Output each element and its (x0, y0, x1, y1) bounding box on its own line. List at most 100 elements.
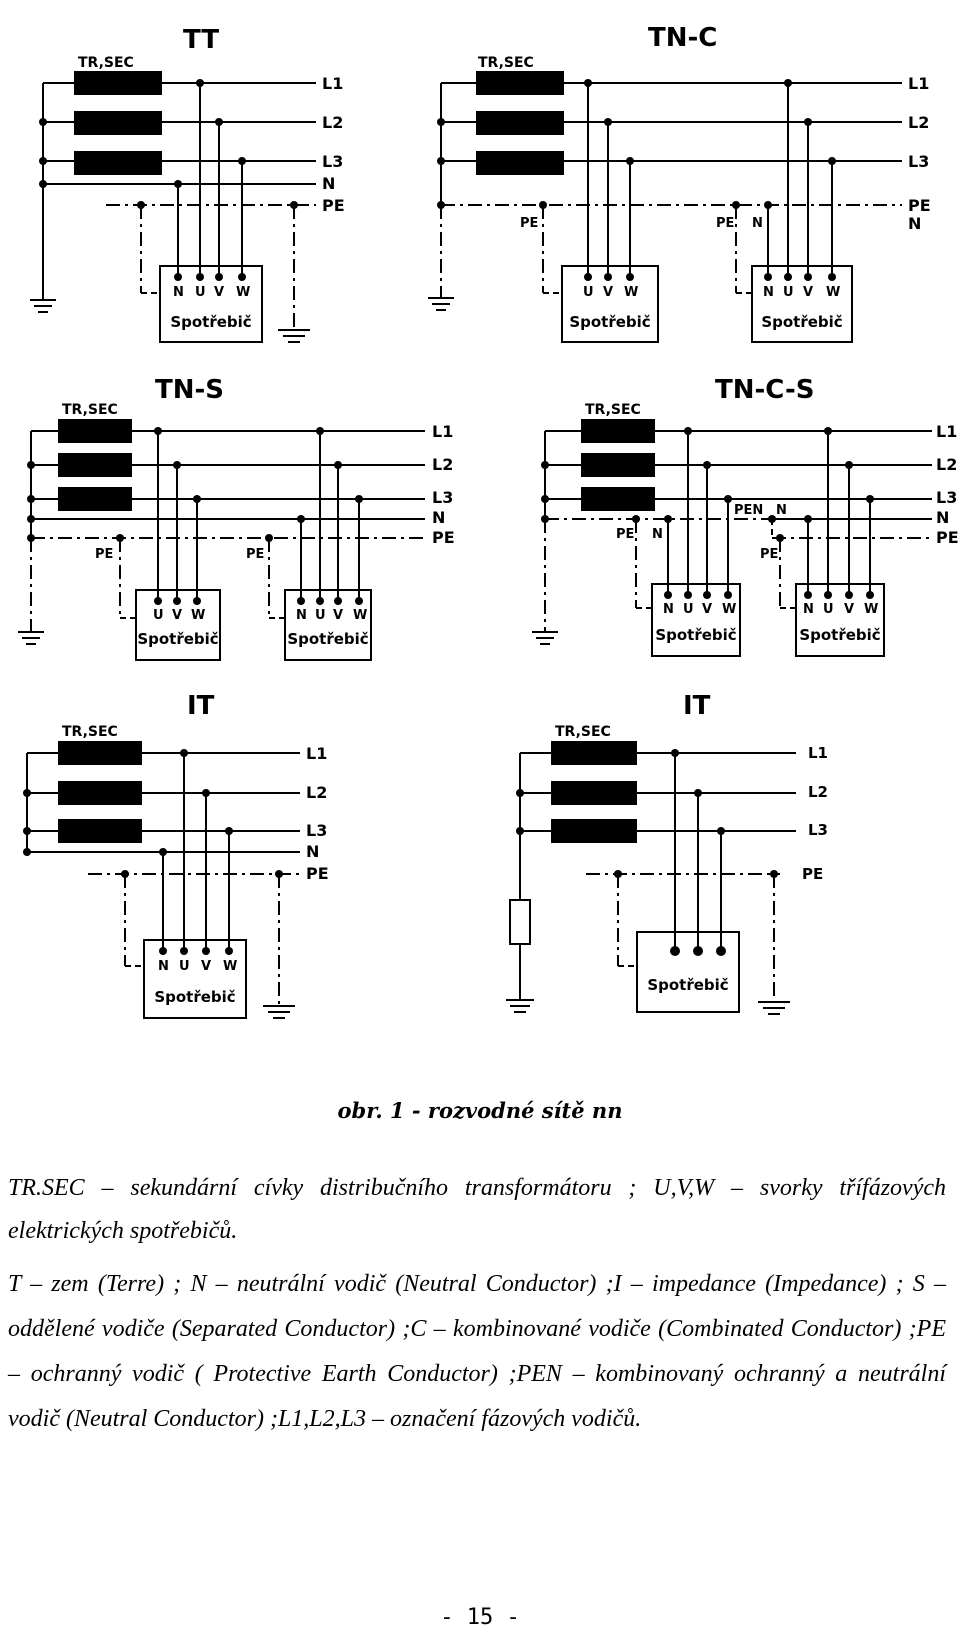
load-label: Spotřebič (569, 313, 650, 331)
load-box-2: N U V W Spotřebič (795, 583, 885, 657)
terminal-w: W (864, 602, 878, 617)
pe-tap-label: PE (760, 547, 778, 562)
terminal-v: V (803, 285, 813, 300)
label-l2: L2 (908, 113, 929, 132)
transformer-label: TR,SEC (478, 55, 534, 71)
label-pe: PE (936, 528, 959, 547)
label-l2: L2 (808, 783, 828, 801)
terminal-n: N (803, 602, 814, 617)
label-pe: PE (432, 528, 455, 547)
pe-tap-label: PE (520, 216, 538, 231)
legend-paragraph-2: T – zem (Terre) ; N – neutrální vodič (N… (8, 1271, 946, 1432)
diagram-title: IT (683, 691, 711, 721)
terminal-u: U (783, 285, 794, 300)
terminal-v: V (201, 959, 211, 974)
load-box: N U V W Spotřebič (143, 939, 247, 1019)
label-l3: L3 (432, 488, 453, 507)
pe-tap-label: PE (616, 527, 634, 542)
transformer-label: TR,SEC (555, 724, 611, 740)
terminal-n: N (158, 959, 169, 974)
terminal-u: U (153, 608, 164, 623)
label-l1: L1 (808, 744, 828, 762)
transformer-label: TR,SEC (78, 55, 134, 71)
load-label: Spotřebič (655, 626, 736, 644)
terminal-n: N (173, 285, 184, 300)
load-label: Spotřebič (137, 630, 218, 648)
terminal-n: N (296, 608, 307, 623)
diagram-title: TT (183, 25, 219, 55)
page-number: - 15 - (440, 1605, 520, 1630)
load-label: Spotřebič (647, 976, 728, 994)
load-box: Spotřebič (636, 931, 740, 1013)
terminal-u: U (195, 285, 206, 300)
terminal-w: W (236, 285, 250, 300)
label-l3: L3 (808, 821, 828, 839)
load-label: Spotřebič (170, 313, 251, 331)
label-n: N (432, 508, 445, 527)
terminal-w: W (353, 608, 367, 623)
load-label: Spotřebič (799, 626, 880, 644)
terminal-u: U (583, 285, 594, 300)
label-l1: L1 (306, 744, 327, 763)
label-l3: L3 (322, 152, 343, 171)
terminal-v: V (172, 608, 182, 623)
pe-tap-label: PE (246, 547, 264, 562)
diagram-tn-s: TN-S TR,SEC L1 L2 L3 N PE PE U V W Spotř… (18, 375, 455, 661)
terminal-u: U (179, 959, 190, 974)
diagram-title: TN-C-S (715, 375, 814, 405)
load-box-1: U V W Spotřebič (135, 589, 221, 661)
terminal-u: U (315, 608, 326, 623)
legend-paragraph-1: TR.SEC – sekundární cívky distribučního … (8, 1175, 946, 1244)
label-pe: PE (908, 196, 931, 215)
figure-caption: obr. 1 - rozvodné sítě nn (337, 1098, 623, 1123)
load-label: Spotřebič (287, 630, 368, 648)
terminal-w: W (191, 608, 205, 623)
transformer-label: TR,SEC (585, 402, 641, 418)
transformer-coil-3 (74, 151, 162, 175)
network-diagrams-figure: TT TR,SEC L1 L2 L3 N PE N U V W Spotře (18, 23, 959, 1019)
diagram-tn-c-s: TN-C-S TR,SEC L1 L2 L3 N PE PEN N PE N N (532, 375, 959, 657)
transformer-label: TR,SEC (62, 724, 118, 740)
label-pe: PE (802, 865, 823, 883)
label-l1: L1 (908, 74, 929, 93)
terminal-w: W (624, 285, 638, 300)
load-label: Spotřebič (154, 988, 235, 1006)
label-l3: L3 (306, 821, 327, 840)
diagram-title: TN-S (155, 375, 224, 405)
diagram-title: IT (187, 691, 215, 721)
earthing-impedance (509, 899, 531, 945)
label-l1: L1 (936, 422, 957, 441)
pen-label: PEN (734, 503, 763, 518)
pe-tap-label: PE (95, 547, 113, 562)
label-l3: L3 (908, 152, 929, 171)
terminal-v: V (333, 608, 343, 623)
label-pe: PE (322, 196, 345, 215)
load-box: N U V W Spotřebič (159, 265, 263, 343)
diagram-tn-c: TN-C TR,SEC L1 L2 L3 PE N PE U V W Spotř… (428, 23, 931, 343)
diagram-tt: TT TR,SEC L1 L2 L3 N PE N U V W Spotře (30, 25, 345, 343)
terminal-n: N (763, 285, 774, 300)
terminal-u: U (823, 602, 834, 617)
label-l2: L2 (322, 113, 343, 132)
label-n: N (908, 214, 921, 233)
terminal-v: V (214, 285, 224, 300)
load-box-2: N U V W Spotřebič (284, 589, 372, 661)
load-box-1: N U V W Spotřebič (651, 583, 741, 657)
terminal-u: U (683, 602, 694, 617)
diagram-it-left: IT TR,SEC L1 L2 L3 N PE N U V W Spotřebi… (23, 691, 329, 1019)
terminal-w: W (826, 285, 840, 300)
label-l2: L2 (432, 455, 453, 474)
label-l1: L1 (432, 422, 453, 441)
diagram-title: TN-C (648, 23, 717, 53)
n-split-label: N (776, 503, 787, 518)
label-n: N (306, 842, 319, 861)
load-box-1: U V W Spotřebič (561, 265, 659, 343)
label-l3: L3 (936, 488, 957, 507)
label-pe: PE (306, 864, 329, 883)
label-n: N (322, 174, 335, 193)
pe-tap-label: PE (716, 216, 734, 231)
terminal-w: W (722, 602, 736, 617)
label-l1: L1 (322, 74, 343, 93)
label-l2: L2 (306, 783, 327, 802)
